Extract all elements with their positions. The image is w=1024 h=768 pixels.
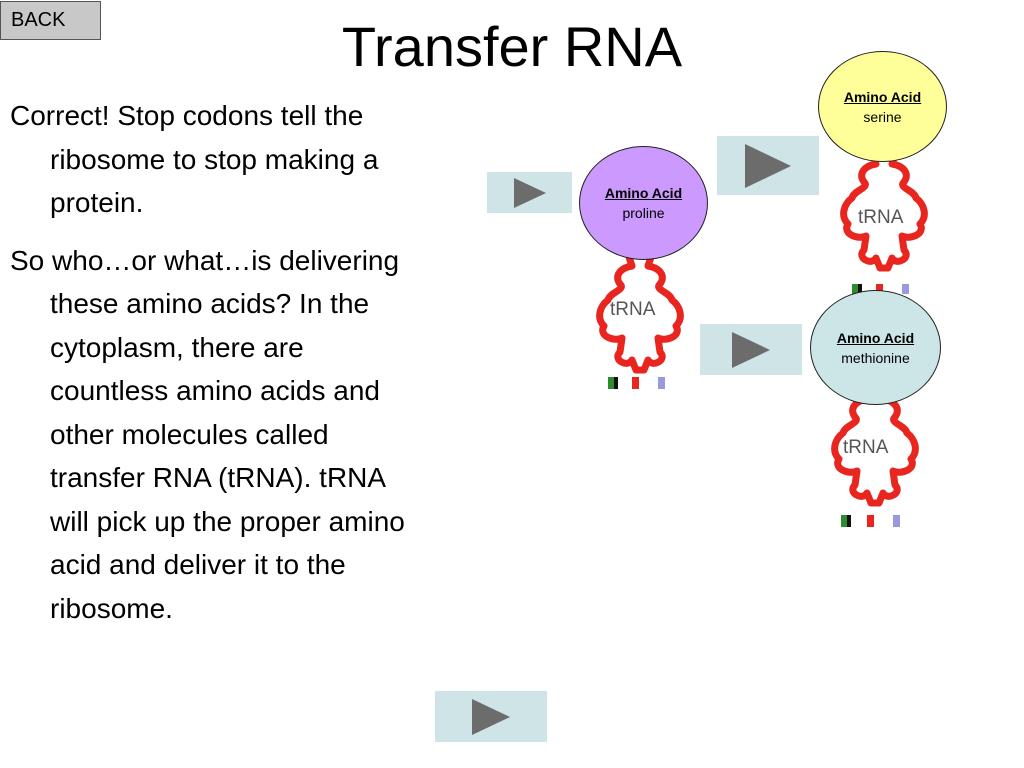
amino-acid-label: Amino Acid bbox=[604, 185, 683, 201]
amino-acid-label: Amino Acid bbox=[836, 329, 915, 346]
play-button-serine[interactable] bbox=[717, 136, 819, 195]
body-text: Correct! Stop codons tell the ribosome t… bbox=[10, 94, 422, 644]
play-icon bbox=[513, 177, 546, 208]
trna-icon-methionine: tRNA bbox=[831, 385, 919, 527]
trna-icon-serine: tRNA bbox=[840, 150, 928, 294]
amino-acid-name: serine bbox=[863, 108, 902, 125]
trna-label: tRNA bbox=[843, 437, 889, 458]
paragraph-explanation: So who…or what…is delivering these amino… bbox=[10, 244, 405, 624]
play-icon bbox=[472, 698, 510, 735]
amino-acid-name: proline bbox=[622, 205, 665, 221]
trna-icon-proline: tRNA bbox=[596, 252, 684, 389]
play-button-next[interactable] bbox=[435, 691, 547, 742]
back-button[interactable]: BACK bbox=[0, 1, 101, 40]
page-title: Transfer RNA bbox=[341, 15, 683, 78]
trna-label: tRNA bbox=[858, 207, 904, 228]
amino-acid-label: Amino Acid bbox=[843, 88, 922, 105]
amino-acid-proline[interactable]: Amino Acid proline bbox=[579, 146, 708, 260]
paragraph-correct: Correct! Stop codons tell the ribosome t… bbox=[10, 100, 379, 218]
play-icon bbox=[732, 331, 770, 368]
play-button-proline[interactable] bbox=[487, 172, 572, 213]
trna-label: tRNA bbox=[610, 299, 656, 320]
play-icon bbox=[745, 143, 791, 188]
amino-acid-methionine[interactable]: Amino Acid methionine bbox=[810, 290, 941, 405]
amino-acid-name: methionine bbox=[841, 349, 910, 366]
play-button-methionine[interactable] bbox=[700, 324, 802, 375]
amino-acid-serine[interactable]: Amino Acid serine bbox=[818, 51, 947, 162]
